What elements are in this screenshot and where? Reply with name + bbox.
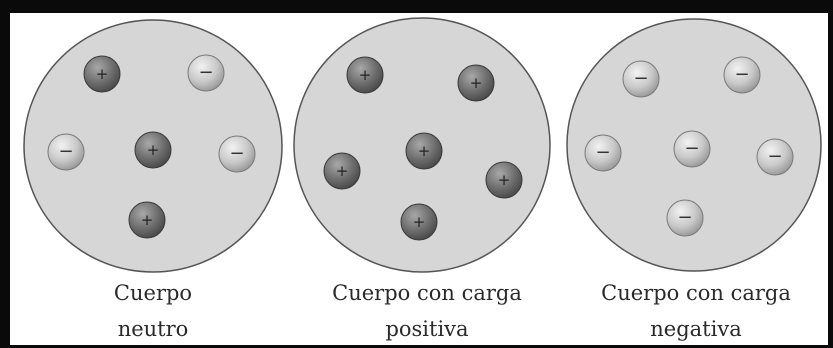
charge-particle: −: [584, 134, 622, 172]
charge-particle: +: [457, 64, 495, 102]
charge-sign: +: [470, 74, 483, 92]
charge-particle: +: [323, 152, 361, 190]
negative-charge-icon: [218, 135, 256, 173]
caption-negative: Cuerpo con carga negativa: [566, 275, 826, 347]
positive-charge-icon: [323, 152, 361, 190]
negative-charge-icon: [673, 130, 711, 168]
negative-charge-icon: [756, 138, 794, 176]
positive-charge-icon: [457, 64, 495, 102]
charge-particle: +: [346, 56, 384, 94]
charge-sign: +: [413, 213, 426, 231]
negative-charge-icon: [723, 56, 761, 94]
charge-particle: +: [400, 203, 438, 241]
charge-sign: −: [58, 141, 73, 162]
charge-particle: +: [405, 132, 443, 170]
charge-sign: −: [677, 207, 692, 228]
positive-charge-icon: [346, 56, 384, 94]
negative-charge-icon: [622, 60, 660, 98]
charge-sign: −: [595, 142, 610, 163]
charge-sign: +: [418, 142, 431, 160]
caption-line: Cuerpo con carga: [601, 281, 791, 305]
negative-charge-icon: [47, 133, 85, 171]
charge-particle: −: [187, 54, 225, 92]
positive-charge-icon: [400, 203, 438, 241]
caption-line: neutro: [117, 317, 189, 341]
positive-charge-icon: [134, 131, 172, 169]
positive-charge-icon: [128, 201, 166, 239]
charge-particle: +: [128, 201, 166, 239]
charge-particle: +: [83, 55, 121, 93]
charge-particle: −: [723, 56, 761, 94]
charge-particle: +: [485, 161, 523, 199]
panel-positive-body: + + + + + +: [293, 17, 551, 273]
negative-charge-icon: [666, 199, 704, 237]
charge-particle: −: [673, 130, 711, 168]
charge-sign: −: [684, 138, 699, 159]
charge-particle: +: [134, 131, 172, 169]
charge-sign: +: [359, 66, 372, 84]
positive-charge-icon: [83, 55, 121, 93]
caption-line: Cuerpo con carga: [332, 281, 522, 305]
charge-sign: +: [96, 65, 109, 83]
charge-sign: −: [229, 143, 244, 164]
charge-sign: +: [336, 162, 349, 180]
charge-particle: −: [756, 138, 794, 176]
charge-sign: −: [198, 62, 213, 83]
charge-particle: −: [47, 133, 85, 171]
panel-negative-body: − − − − − −: [566, 18, 822, 272]
caption-neutral: Cuerpo neutro: [23, 275, 283, 347]
charge-sign: +: [498, 171, 511, 189]
negative-charge-icon: [187, 54, 225, 92]
caption-positive: Cuerpo con carga positiva: [297, 275, 557, 347]
positive-charge-icon: [485, 161, 523, 199]
charge-particle: −: [218, 135, 256, 173]
charge-sign: −: [633, 68, 648, 89]
charge-particle: −: [622, 60, 660, 98]
positive-charge-icon: [405, 132, 443, 170]
caption-line: negativa: [650, 317, 742, 341]
charge-sign: −: [734, 64, 749, 85]
charge-particle: −: [666, 199, 704, 237]
caption-line: positiva: [385, 317, 469, 341]
negative-charge-icon: [584, 134, 622, 172]
charge-sign: −: [767, 146, 782, 167]
panel-neutral-body: + − − + − +: [23, 19, 283, 273]
charge-sign: +: [147, 141, 160, 159]
charge-sign: +: [141, 211, 154, 229]
caption-line: Cuerpo: [113, 281, 193, 305]
